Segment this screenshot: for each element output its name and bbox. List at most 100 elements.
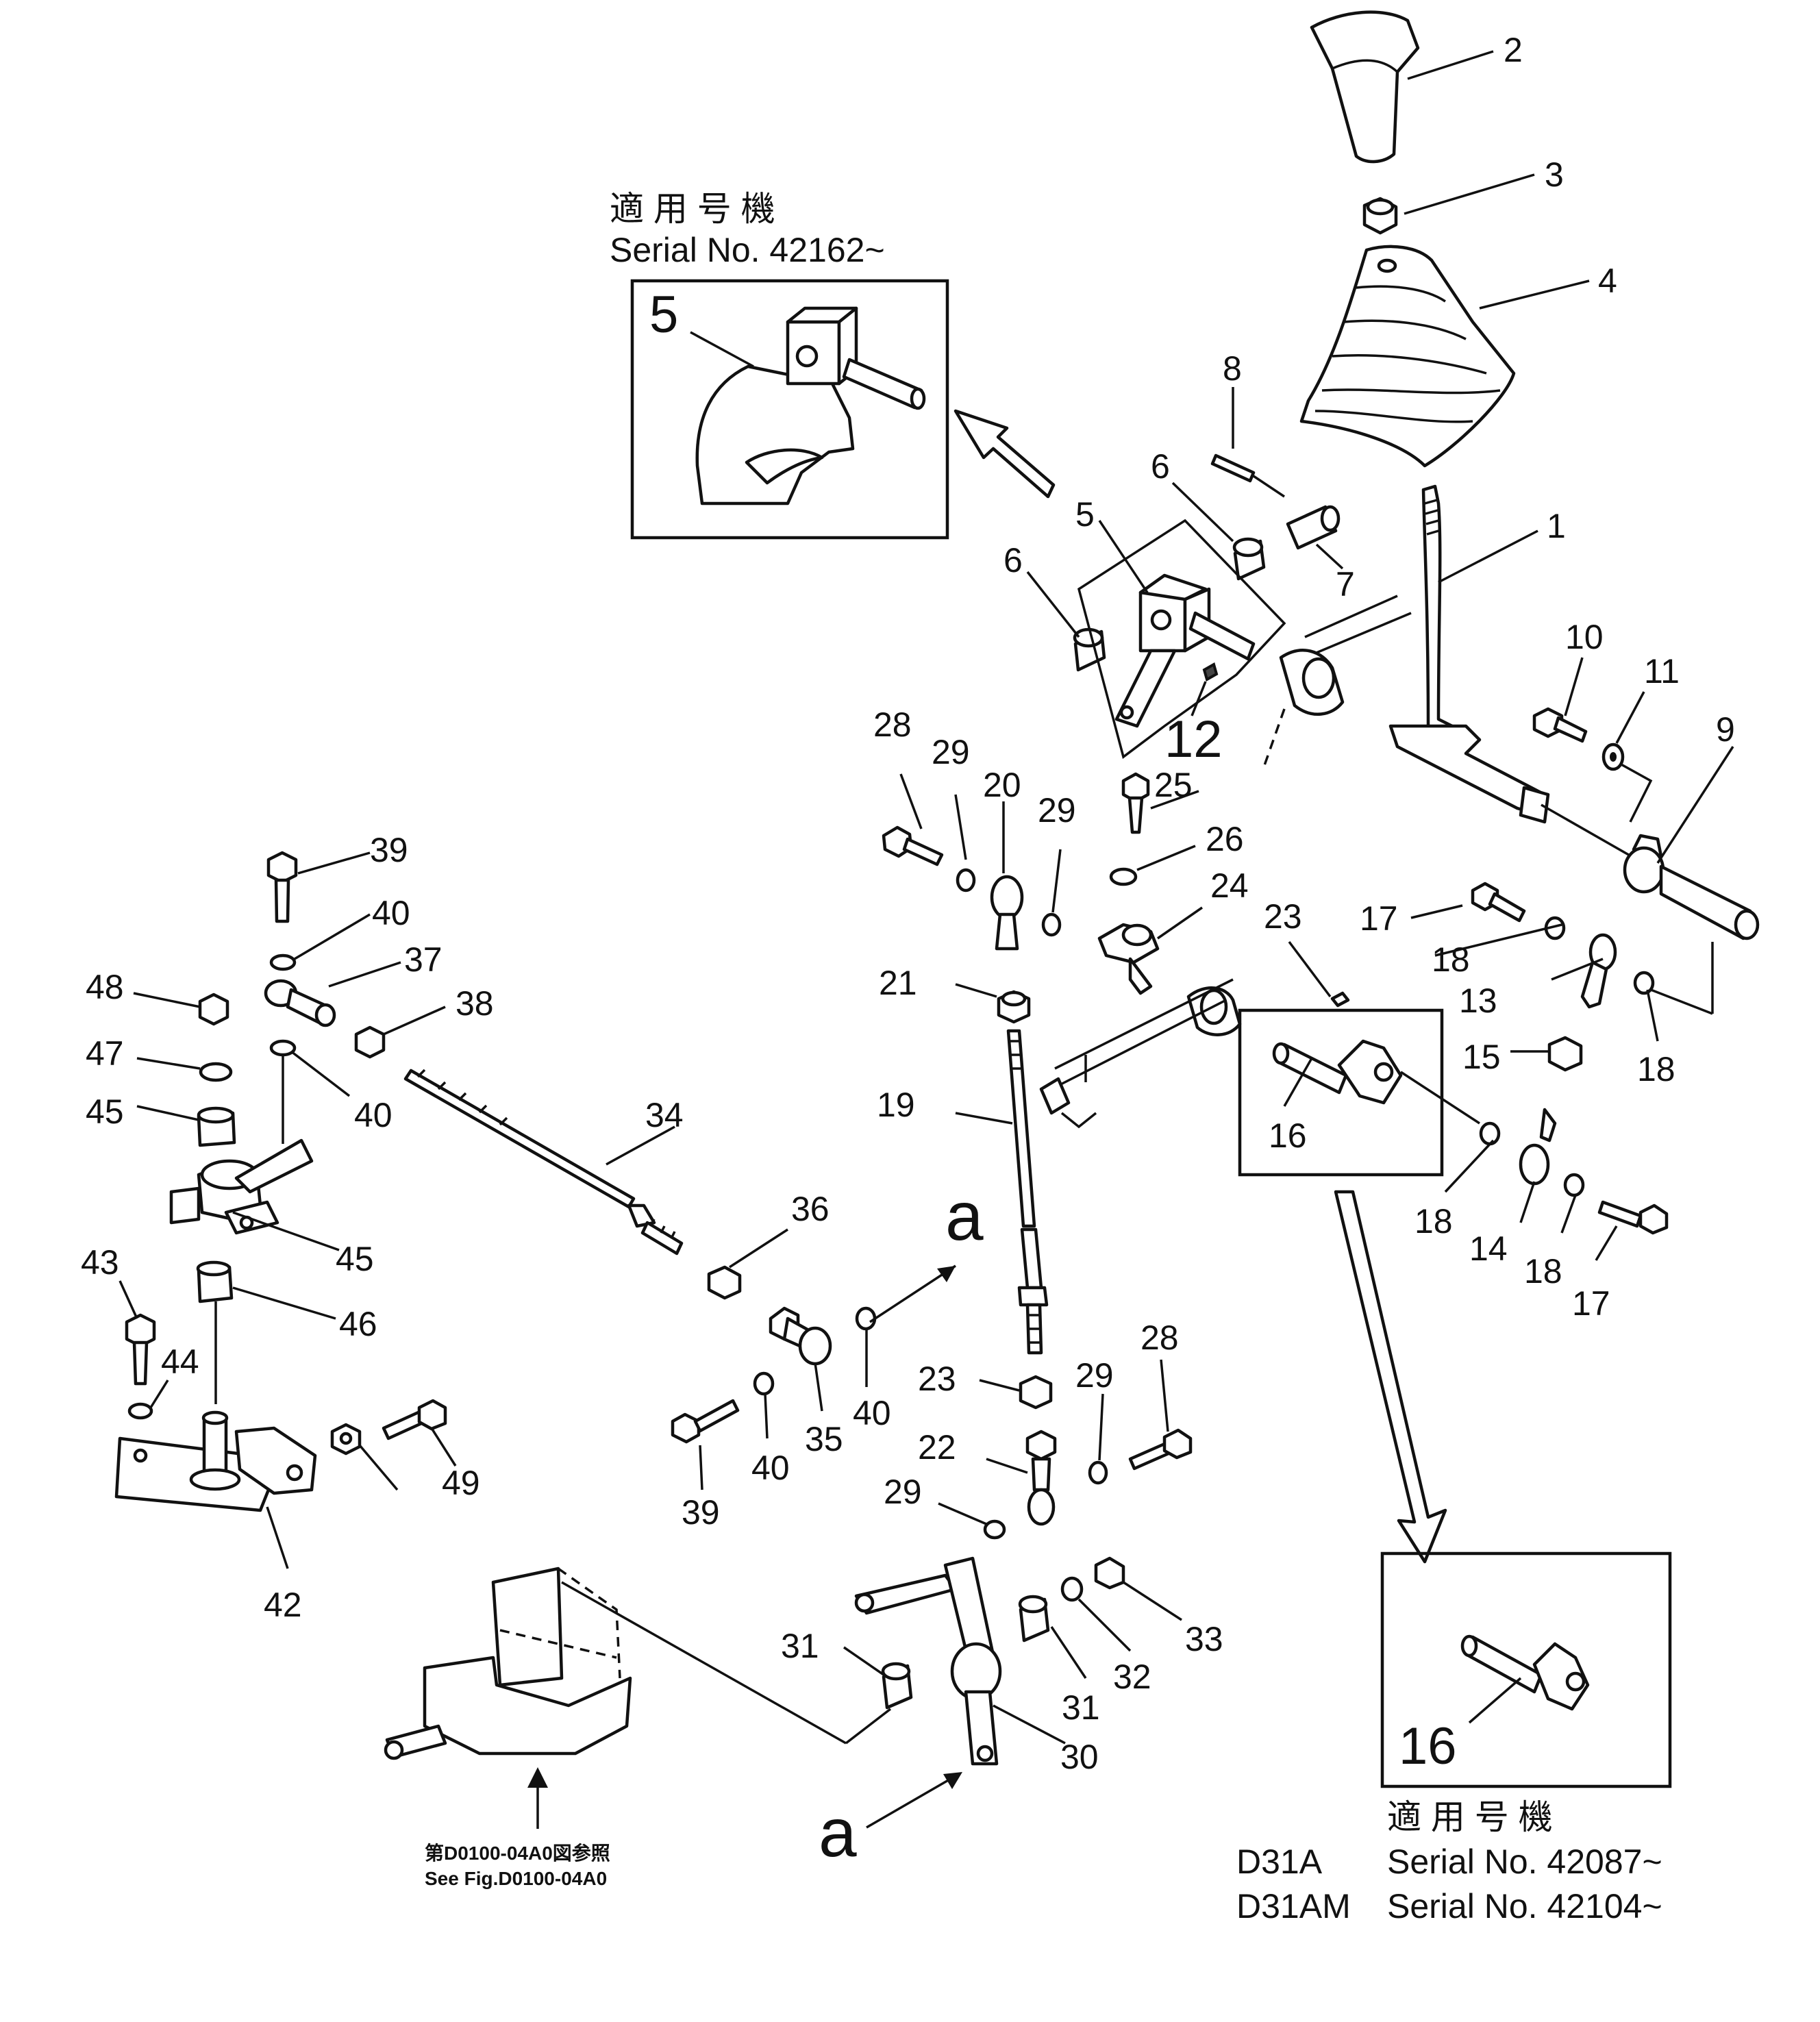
- callout-25: 21: [879, 964, 917, 1002]
- reference-jp: 第D0100-04A0図参照: [425, 1842, 610, 1864]
- callout-40-d: 40: [354, 1096, 392, 1134]
- nut-part-38: [354, 1025, 386, 1059]
- shaft-part-16-box: [1238, 1008, 1444, 1177]
- bolt-part-28-upper: [882, 825, 944, 866]
- callout-21: 25: [1154, 766, 1193, 804]
- callout-35: 35: [805, 1420, 843, 1458]
- bolt-part-39-lower: [671, 1399, 740, 1444]
- callout-40-b: 40: [751, 1449, 790, 1487]
- nut-part-33: [1094, 1556, 1125, 1590]
- callout-20: 24: [1210, 866, 1249, 905]
- callout-8: 8: [1223, 349, 1242, 388]
- callout-1: 1: [1547, 507, 1566, 545]
- callout-17-lower: 17: [1572, 1284, 1610, 1323]
- reference-arrow-head: [527, 1767, 548, 1788]
- callout-15: 15: [1462, 1038, 1501, 1076]
- nut-part-47: [198, 993, 229, 1026]
- callout-11: 11: [1644, 652, 1680, 690]
- callout-6-upper: 6: [1151, 447, 1170, 486]
- inset-bottom-part-number: 16: [1399, 1717, 1457, 1775]
- callout-45-upper: 45: [86, 1093, 124, 1131]
- callout-6-lower: 6: [1004, 541, 1023, 579]
- callout-46: 47: [86, 1034, 124, 1073]
- callout-37: 37: [404, 940, 442, 979]
- inset-bottom-leader: [1468, 1677, 1522, 1724]
- callout-36: 36: [791, 1190, 830, 1228]
- washer-part-29-d: [983, 1519, 1006, 1540]
- callout-9: 9: [1716, 710, 1735, 749]
- callout-29-d: 29: [884, 1473, 922, 1511]
- callout-31-right: 31: [1062, 1688, 1100, 1727]
- rod-end-part-14: [1519, 1108, 1557, 1186]
- callout-45-lower: 46: [339, 1305, 377, 1343]
- section-arrow-upper-head: [937, 1266, 956, 1282]
- callout-18-a: 18: [1432, 940, 1470, 979]
- callout-19: 23: [1264, 897, 1302, 936]
- callout-47: 48: [86, 968, 124, 1006]
- callout-27: 23: [918, 1360, 956, 1398]
- callout-40-c: 40: [372, 894, 410, 932]
- inset-top-frame: [630, 279, 949, 540]
- callout-29-b: 29: [1038, 791, 1076, 829]
- washer-part-40-b: [753, 1371, 775, 1396]
- washer-part-32: [1060, 1576, 1084, 1602]
- shaft-assembly: [1262, 595, 1412, 768]
- boot-part-4: [1299, 245, 1516, 468]
- callout-43: 44: [161, 1343, 199, 1381]
- callout-29-a: 29: [932, 733, 970, 771]
- reference-en: See Fig.D0100-04A0: [425, 1868, 607, 1889]
- inset-top-heading: 適 用 号 機: [610, 190, 775, 228]
- callout-17-upper: 17: [1360, 899, 1398, 938]
- washer-part-18-c: [1479, 1121, 1501, 1146]
- callout-28-lower: 28: [1140, 1319, 1179, 1357]
- bolt-part-42: [125, 1313, 156, 1386]
- washer-part-11: [1601, 742, 1653, 823]
- pin-part-7: [1286, 505, 1341, 550]
- callout-13: 13: [1459, 982, 1497, 1020]
- washer-part-40-c: [269, 953, 297, 971]
- bracket-part-5: [1077, 519, 1286, 759]
- washer-part-29-b: [1041, 912, 1062, 937]
- callout-29-c: 29: [1075, 1356, 1114, 1395]
- pin-part-8: [1210, 453, 1285, 498]
- callout-40-a: 40: [853, 1394, 891, 1432]
- inset-top-leader: [690, 331, 754, 368]
- nut-part-27: [1019, 1375, 1053, 1410]
- rod-end-part-26: [1025, 1430, 1057, 1526]
- callout-14: 14: [1469, 1230, 1508, 1268]
- section-arrow-upper-shaft: [869, 1264, 956, 1323]
- lever-part-30: [854, 1556, 1002, 1766]
- callout-7: 7: [1336, 565, 1355, 603]
- callout-42: 43: [81, 1243, 119, 1282]
- shaft-part-16-detail: [1272, 1039, 1480, 1125]
- section-arrow-lower-head: [943, 1772, 962, 1789]
- inset-top-serial: Serial No. 42162~: [610, 231, 885, 269]
- washer-part-22: [1109, 867, 1138, 886]
- leader-lines: [119, 50, 1734, 1745]
- nut-part-36: [707, 1265, 742, 1300]
- bolt-part-17-lower: [1597, 1200, 1669, 1235]
- inset-bottom-frame: [1380, 1551, 1672, 1788]
- callout-18-b: 18: [1637, 1050, 1675, 1088]
- washer-part-46: [199, 1062, 233, 1082]
- bolt-part-48: [382, 1399, 447, 1440]
- bushing-part-6-upper: [1232, 537, 1266, 581]
- inset-bottom: 16 適 用 号 機 D31A Serial No. 42087~ D31AM …: [1236, 1551, 1672, 1925]
- callout-16: 16: [1269, 1116, 1307, 1155]
- nut-part-49: [330, 1423, 362, 1456]
- inset-top-part-5: [695, 306, 926, 506]
- callout-48: 49: [442, 1464, 480, 1502]
- clamp-part-20: [1097, 923, 1160, 995]
- washer-part-43: [127, 1402, 153, 1420]
- knob-part-2: [1310, 10, 1420, 164]
- callout-12: 12: [1164, 710, 1223, 769]
- callout-32: 32: [1113, 1658, 1151, 1696]
- callout-41: 42: [264, 1586, 302, 1624]
- callout-labels: 2 3 4 1 8 6 7 5 6 12 10 11 9 25 26 24 23…: [81, 31, 1735, 1776]
- nut-part-25: [997, 990, 1031, 1024]
- callout-18-c: 18: [1414, 1202, 1453, 1240]
- bolt-part-21: [1121, 772, 1150, 834]
- bolt-part-39-upper: [266, 851, 298, 923]
- callout-30: 30: [1060, 1738, 1099, 1776]
